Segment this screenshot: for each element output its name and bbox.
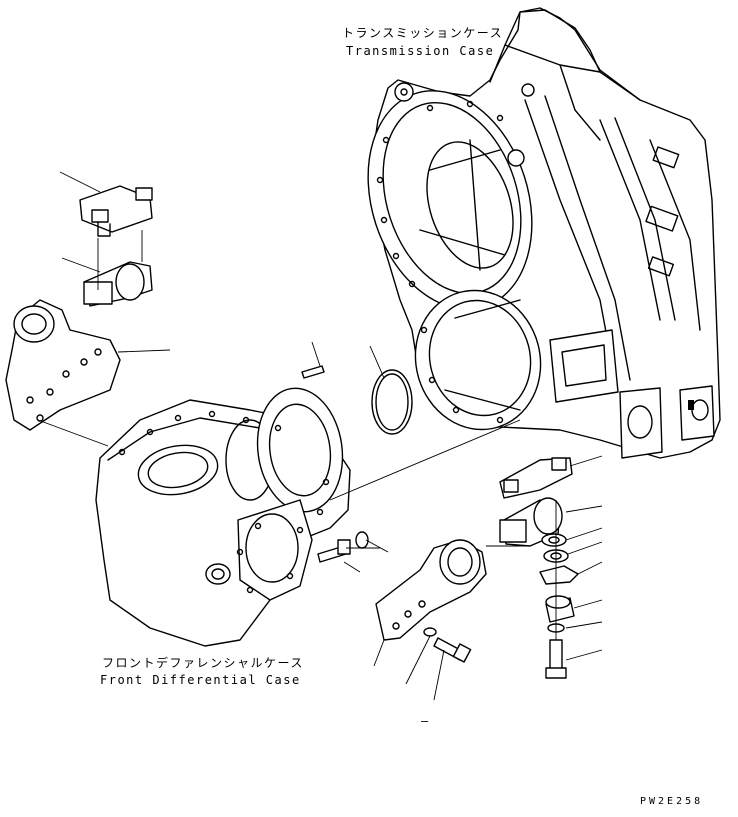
front-diff-case-label-en: Front Differential Case — [100, 673, 301, 687]
right-bracket-assembly — [373, 455, 603, 701]
dash-mark: – — [421, 714, 430, 728]
alignment-line — [329, 419, 521, 501]
o-ring — [369, 345, 413, 435]
dowel-pin — [301, 341, 325, 379]
diff-bolt-set — [317, 531, 389, 573]
transmission-case — [367, 7, 721, 459]
left-bracket-assembly — [5, 171, 171, 447]
transmission-case-label-jp: トランスミッションケース — [342, 26, 504, 40]
drawing-code: PW2E258 — [640, 796, 704, 807]
front-diff-case-label-jp: フロントデファレンシャルケース — [102, 656, 304, 670]
flange-bolt-holes — [376, 100, 504, 424]
transmission-case-label-en: Transmission Case — [346, 44, 495, 58]
front-differential-case — [95, 387, 351, 647]
